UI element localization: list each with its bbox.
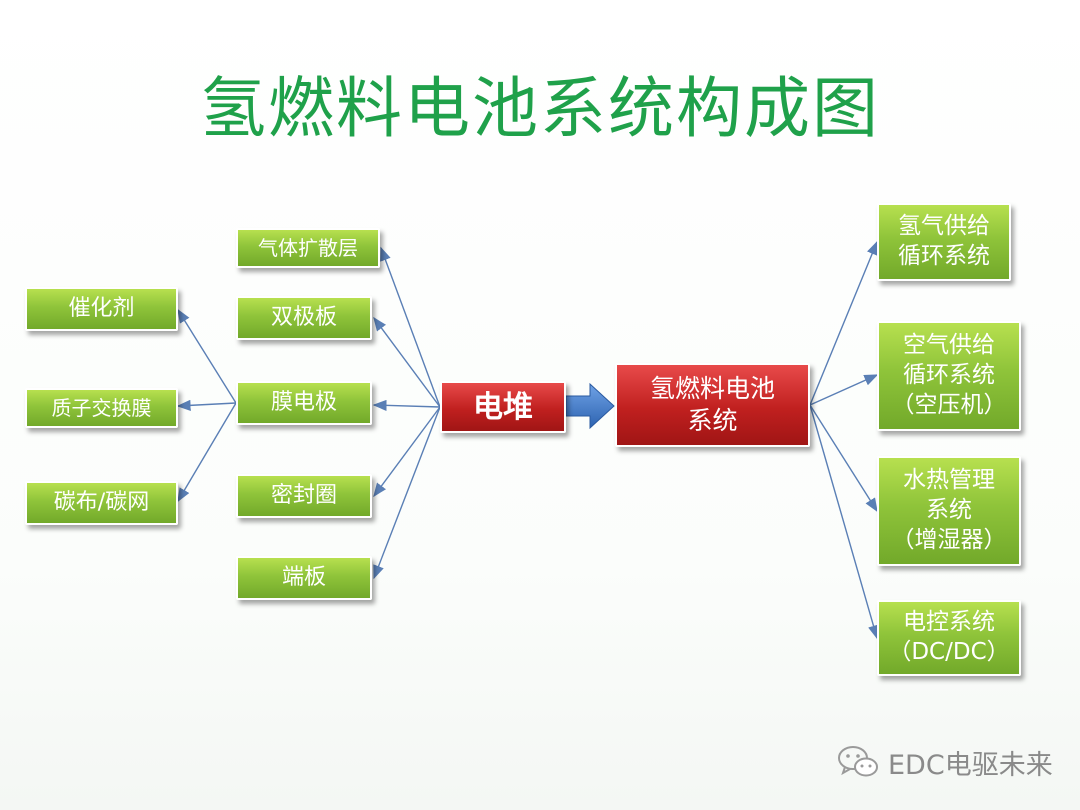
link-mea-to-carbon <box>177 402 237 503</box>
box-catalyst: 催化剂 <box>25 287 178 331</box>
box-gas-diffusion-layer: 气体扩散层 <box>236 228 380 268</box>
link-stack-to-seal <box>373 406 441 498</box>
link-system-to-hydrogen <box>809 240 878 406</box>
box-end-plate: 端板 <box>236 556 372 600</box>
link-system-to-control <box>809 404 879 640</box>
wechat-icon <box>838 746 878 777</box>
link-stack-to-endplate <box>373 406 441 580</box>
box-carbon-cloth: 碳布/碳网 <box>25 481 178 525</box>
box-electronic-control: 电控系统 （DC/DC） <box>877 600 1021 676</box>
box-proton-exchange-membrane: 质子交换膜 <box>25 388 178 428</box>
diagram-title: 氢燃料电池系统构成图 <box>200 70 880 147</box>
link-system-to-thermal <box>809 404 878 513</box>
box-stack: 电堆 <box>440 381 566 433</box>
stack-to-system-arrow <box>565 382 615 430</box>
box-fuel-cell-system: 氢燃料电池 系统 <box>615 363 810 447</box>
box-air-supply: 空气供给 循环系统 （空压机） <box>877 321 1021 431</box>
link-mea-to-pem <box>176 399 237 411</box>
box-hydrogen-supply: 氢气供给 循环系统 <box>877 203 1011 281</box>
box-seal-ring: 密封圈 <box>236 474 372 518</box>
box-mea: 膜电极 <box>236 381 372 425</box>
link-mea-to-catalyst <box>177 308 237 404</box>
box-water-thermal: 水热管理 系统 （增湿器） <box>877 456 1021 566</box>
link-system-to-air <box>809 374 879 406</box>
link-stack-to-bipolar <box>373 316 441 408</box>
watermark: EDC电驱未来 <box>836 742 1053 782</box>
link-stack-to-gas-diffusion <box>380 246 441 408</box>
watermark-text: EDC电驱未来 <box>888 749 1053 781</box>
box-bipolar-plate: 双极板 <box>236 296 372 340</box>
link-stack-to-mea <box>372 399 441 411</box>
